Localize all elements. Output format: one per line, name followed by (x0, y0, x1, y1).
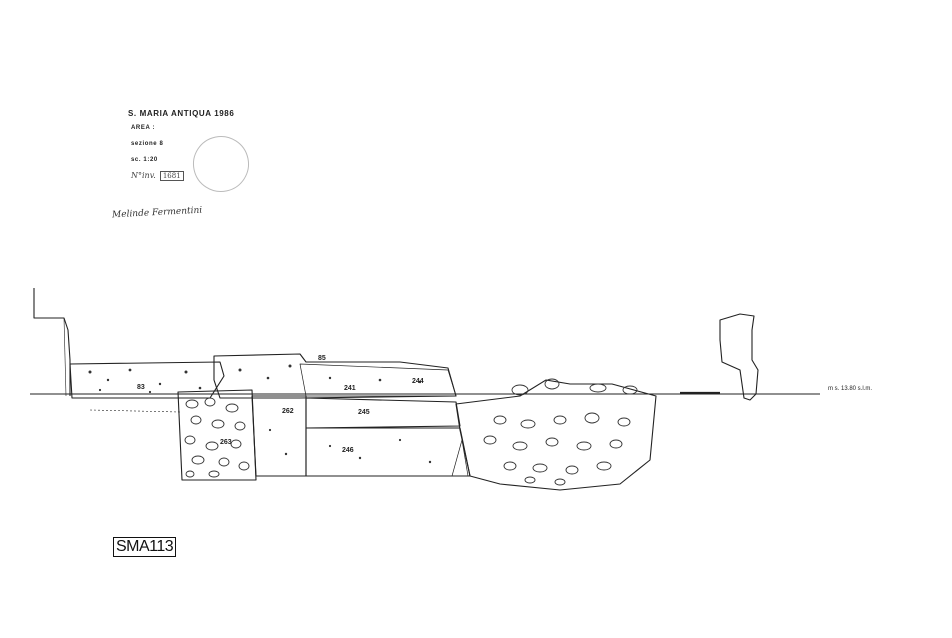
inventory-number: N°inv.1681 (131, 171, 184, 181)
scale-label: sc. 1:20 (131, 157, 158, 163)
unit-label-245: 245 (358, 409, 370, 416)
layer-244-outline (299, 363, 457, 397)
unit-label-85: 85 (318, 355, 326, 362)
wall-top-outline (213, 353, 457, 399)
wall-263-outline (177, 389, 257, 481)
section-label: sezione 8 (131, 141, 164, 147)
inventory-value: 1681 (159, 171, 184, 181)
unit-label-83: 83 (137, 384, 145, 391)
niche-outline (451, 439, 469, 477)
stone-texture-rubble (483, 378, 638, 486)
unit-label-263: 263 (220, 439, 232, 446)
layer-245-outline (305, 397, 461, 429)
drawing-code: SMA113 (113, 537, 177, 557)
unit-label-244: 244 (412, 378, 424, 385)
unit-label-262: 262 (282, 408, 294, 415)
datum-elevation-label: m s. 13.80 s.l.m. (828, 386, 872, 392)
layer-83-outline (69, 361, 225, 399)
sheet-title: S. MARIA ANTIQUA 1986 (128, 109, 235, 118)
unit-label-246: 246 (342, 447, 354, 454)
unit-label-241: 241 (344, 385, 356, 392)
layer-246-outline (305, 427, 471, 477)
rubble-outline (455, 379, 657, 491)
stone-texture-263 (184, 397, 250, 478)
right-wall-outline (719, 313, 759, 401)
layer-262-outline (251, 395, 307, 477)
inventory-label: N°inv. (131, 171, 156, 180)
pebble-texture (88, 364, 432, 464)
left-wall-inner (63, 317, 67, 397)
area-label: AREA : (131, 125, 156, 131)
lower-boundary (89, 409, 181, 413)
